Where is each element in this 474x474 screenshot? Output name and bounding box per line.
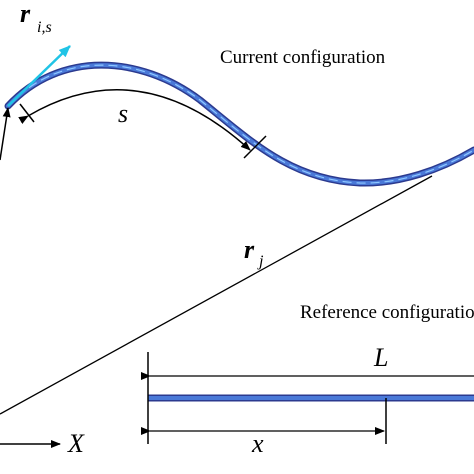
coordinate-label: x xyxy=(251,429,264,458)
length-label: L xyxy=(373,343,388,372)
arc-length-arrow xyxy=(18,89,251,151)
origin-arrow xyxy=(0,107,11,161)
position-vector-line xyxy=(0,175,433,415)
tangent-vector-label: r xyxy=(20,0,31,28)
arc-length-label: s xyxy=(118,99,128,128)
position-vector-label: r xyxy=(244,235,255,264)
tangent-vector-subscript: i,s xyxy=(37,19,52,36)
current-config-label: Current configuration xyxy=(220,47,386,68)
tangent-vector-arrow xyxy=(7,45,71,107)
x-axis-label: X xyxy=(67,429,85,458)
arc-end-tick xyxy=(243,135,267,159)
current-beam xyxy=(4,61,474,187)
reference-config-label: Reference configuration xyxy=(300,302,474,323)
position-vector-subscript: j xyxy=(257,253,264,270)
